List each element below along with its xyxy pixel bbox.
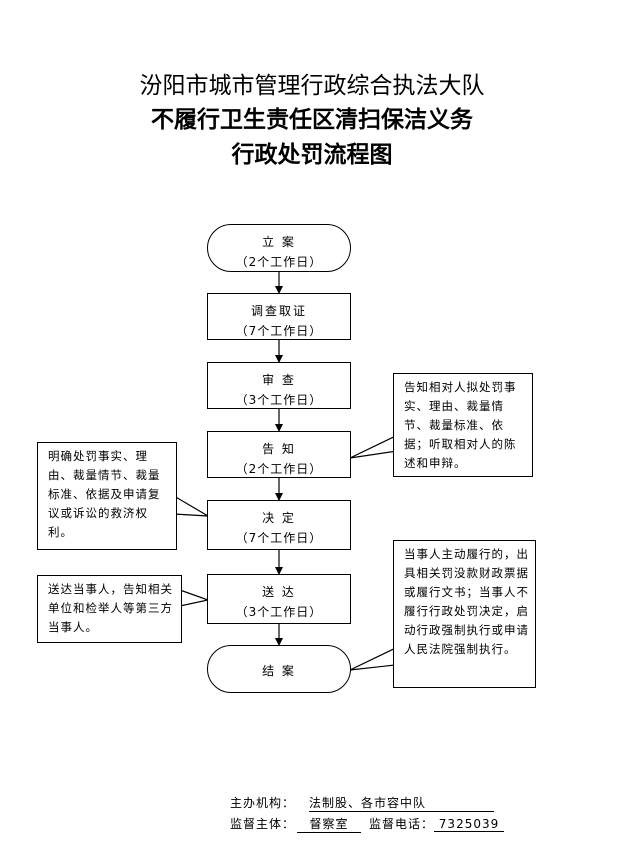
title-line-3: 行政处罚流程图 [231, 141, 393, 168]
step-investigation-duration: （7个工作日） [235, 324, 323, 338]
step-close: 结 案 [207, 645, 351, 693]
note-inform: 告知相对人拟处罚事实、理由、裁量情节、裁量标准、依据；听取相对人的陈述和申辩。 [393, 373, 533, 477]
supervisor-value: 督察室 [297, 815, 362, 833]
step-decision-duration: （7个工作日） [235, 531, 323, 545]
step-delivery: 送 达 （3个工作日） [207, 574, 351, 624]
step-investigation: 调查取证 （7个工作日） [207, 293, 351, 340]
step-delivery-name: 送 达 [262, 585, 296, 599]
footer-supervision: 监督主体：督察室监督电话：7325039 [230, 815, 505, 833]
step-review: 审 查 （3个工作日） [207, 362, 351, 409]
step-filing-duration: （2个工作日） [235, 255, 323, 269]
note-decide: 明确处罚事实、理由、裁量情节、裁量标准、依据及申请复议或诉讼的救济权利。 [37, 442, 177, 550]
step-close-name: 结 案 [262, 664, 296, 678]
organizer-label: 主办机构： [230, 796, 296, 810]
title-line-2: 不履行卫生责任区清扫保洁义务 [151, 106, 473, 133]
step-inform: 告 知 （2个工作日） [207, 431, 351, 478]
step-delivery-duration: （3个工作日） [235, 605, 323, 619]
step-decision: 决 定 （7个工作日） [207, 500, 351, 550]
footer-organizer: 主办机构： 法制股、各市容中队 [230, 794, 495, 812]
step-filing: 立 案 （2个工作日） [207, 224, 351, 272]
note-deliver: 送达当事人，告知相关单位和检举人等第三方当事人。 [37, 575, 182, 643]
callout-deliver-pointer [179, 589, 211, 607]
step-filing-name: 立 案 [262, 235, 296, 249]
phone-value: 7325039 [434, 817, 505, 832]
step-decision-name: 决 定 [262, 511, 296, 525]
callout-decide-pointer [173, 494, 209, 517]
step-review-name: 审 查 [262, 373, 296, 387]
organizer-value: 法制股、各市容中队 [309, 794, 495, 812]
title-line-1: 汾阳市城市管理行政综合执法大队 [139, 73, 485, 99]
step-inform-duration: （2个工作日） [235, 462, 323, 476]
step-investigation-name: 调查取证 [250, 304, 307, 318]
note-close: 当事人主动履行的，出具相关罚没款财政票据或履行文书；当事人不履行行政处罚决定，启… [393, 540, 536, 688]
step-inform-name: 告 知 [262, 442, 296, 456]
phone-label: 监督电话： [369, 817, 435, 831]
step-review-duration: （3个工作日） [235, 393, 323, 407]
supervisor-label: 监督主体： [230, 817, 296, 831]
